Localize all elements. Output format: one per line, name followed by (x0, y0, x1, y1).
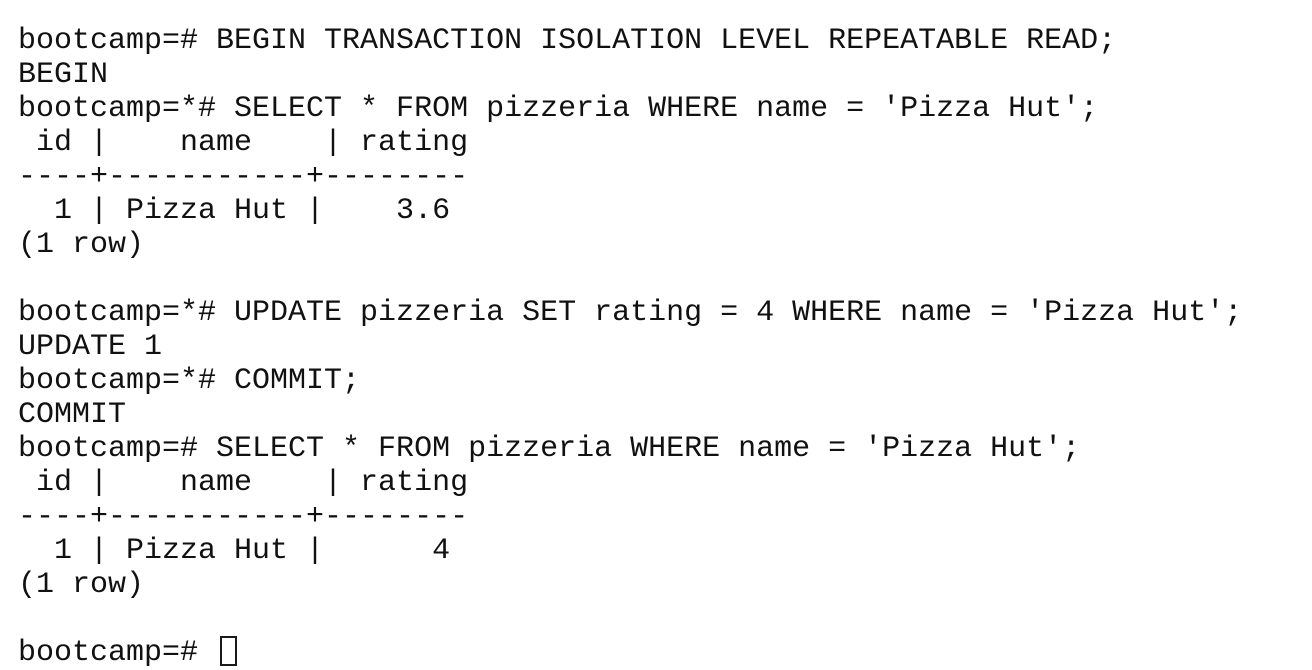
terminal-line-commit-command: bootcamp=*# COMMIT; (18, 364, 361, 398)
result-data-row-1: 1 | Pizza Hut | 3.6 (18, 194, 451, 228)
terminal-line-begin-command: bootcamp=# BEGIN TRANSACTION ISOLATION L… (18, 24, 1117, 58)
prompt-line[interactable]: bootcamp=# (18, 636, 1312, 670)
terminal-line-update-command: bootcamp=*# UPDATE pizzeria SET rating =… (18, 296, 1243, 330)
result-data-row-2: 1 | Pizza Hut | 4 (18, 534, 451, 568)
text-cursor[interactable] (220, 636, 238, 666)
result-row-count-2: (1 row) (18, 568, 145, 602)
result-header-row-2: id | name | rating (18, 466, 469, 500)
result-header-row-1: id | name | rating (18, 126, 469, 160)
terminal-line-select-command-2: bootcamp=# SELECT * FROM pizzeria WHERE … (18, 432, 1081, 466)
prompt-text: bootcamp=# (18, 636, 217, 670)
result-row-count-1: (1 row) (18, 228, 145, 262)
blank-line-1 (18, 262, 1312, 296)
terminal-line-select-command-1: bootcamp=*# SELECT * FROM pizzeria WHERE… (18, 92, 1099, 126)
blank-line-2 (18, 602, 1312, 636)
terminal-line-update-output: UPDATE 1 (18, 330, 163, 364)
result-separator-2: ----+-----------+-------- (18, 500, 469, 534)
result-separator-1: ----+-----------+-------- (18, 160, 469, 194)
terminal-line-commit-output: COMMIT (18, 398, 127, 432)
terminal-line-begin-output: BEGIN (18, 58, 109, 92)
